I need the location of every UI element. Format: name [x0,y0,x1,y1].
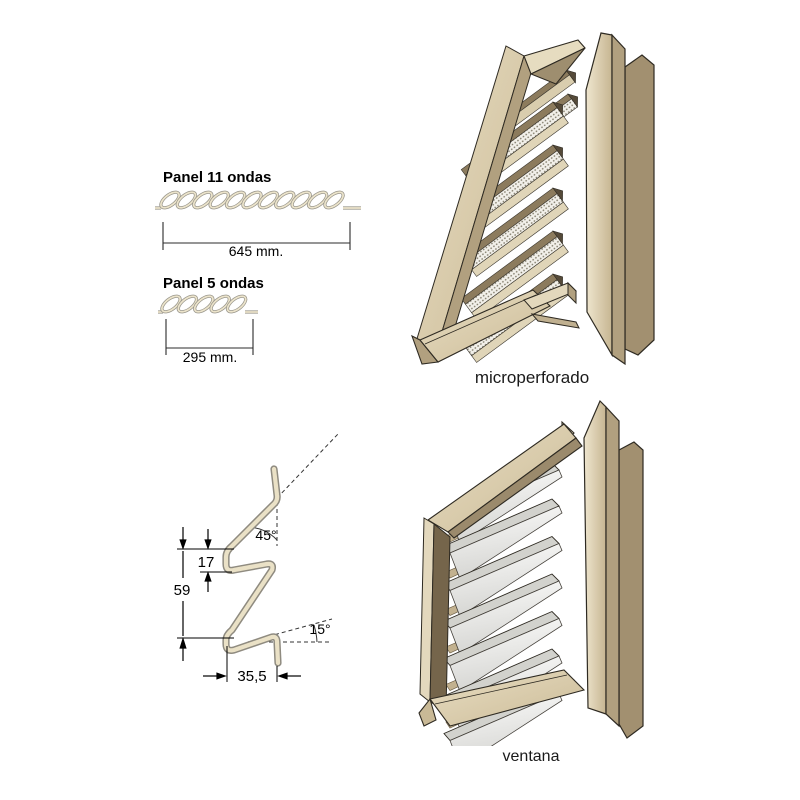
top-rail [426,420,583,539]
dimension-arrows [179,527,301,680]
window-blade [443,610,563,693]
dim-59: 59 [174,582,191,599]
corner-bracket [523,281,580,329]
window-blade [443,535,563,618]
blade-cross-section-drawing: 17 59 35,5 45° 15° [174,433,339,685]
dimension-bracket-645 [162,222,351,250]
ventana-label: ventana [502,748,560,765]
panel-5-wave-drawing: 295 mm. [158,294,258,365]
wave-profile-11 [155,190,361,210]
microperforado-label: microperforado [474,368,590,387]
window-blades [443,462,563,746]
dim-17: 17 [198,554,215,571]
dim-angle-15: 15° [309,621,330,637]
arc-15 [313,624,318,643]
slat [460,187,569,277]
blade-profile-shape [222,465,282,667]
side-frame-piece [583,399,644,739]
dim-angle-45: 45° [255,527,276,543]
top-corner-cap [523,39,586,85]
panel-5-title: Panel 5 ondas [163,275,264,292]
window-blade [443,498,563,580]
panel-5-dimension: 295 mm. [183,349,237,365]
bottom-rail [411,289,551,365]
wave-profile-5 [158,294,258,314]
microperforado-illustration [411,32,655,366]
panel-11-dimension: 645 mm. [229,243,283,259]
dim-35-5: 35,5 [237,668,266,685]
bottom-rail [418,669,586,727]
window-blade [443,573,563,655]
ventana-illustration [418,399,644,746]
dashed-45-line [276,433,339,499]
panel-11-title: Panel 11 ondas [163,169,272,186]
panel-11-wave-drawing: 645 mm. [155,190,361,259]
dimension-bracket-295 [165,319,254,355]
side-frame-piece [585,32,655,366]
left-stile [419,517,451,711]
extension-lines [177,548,278,682]
